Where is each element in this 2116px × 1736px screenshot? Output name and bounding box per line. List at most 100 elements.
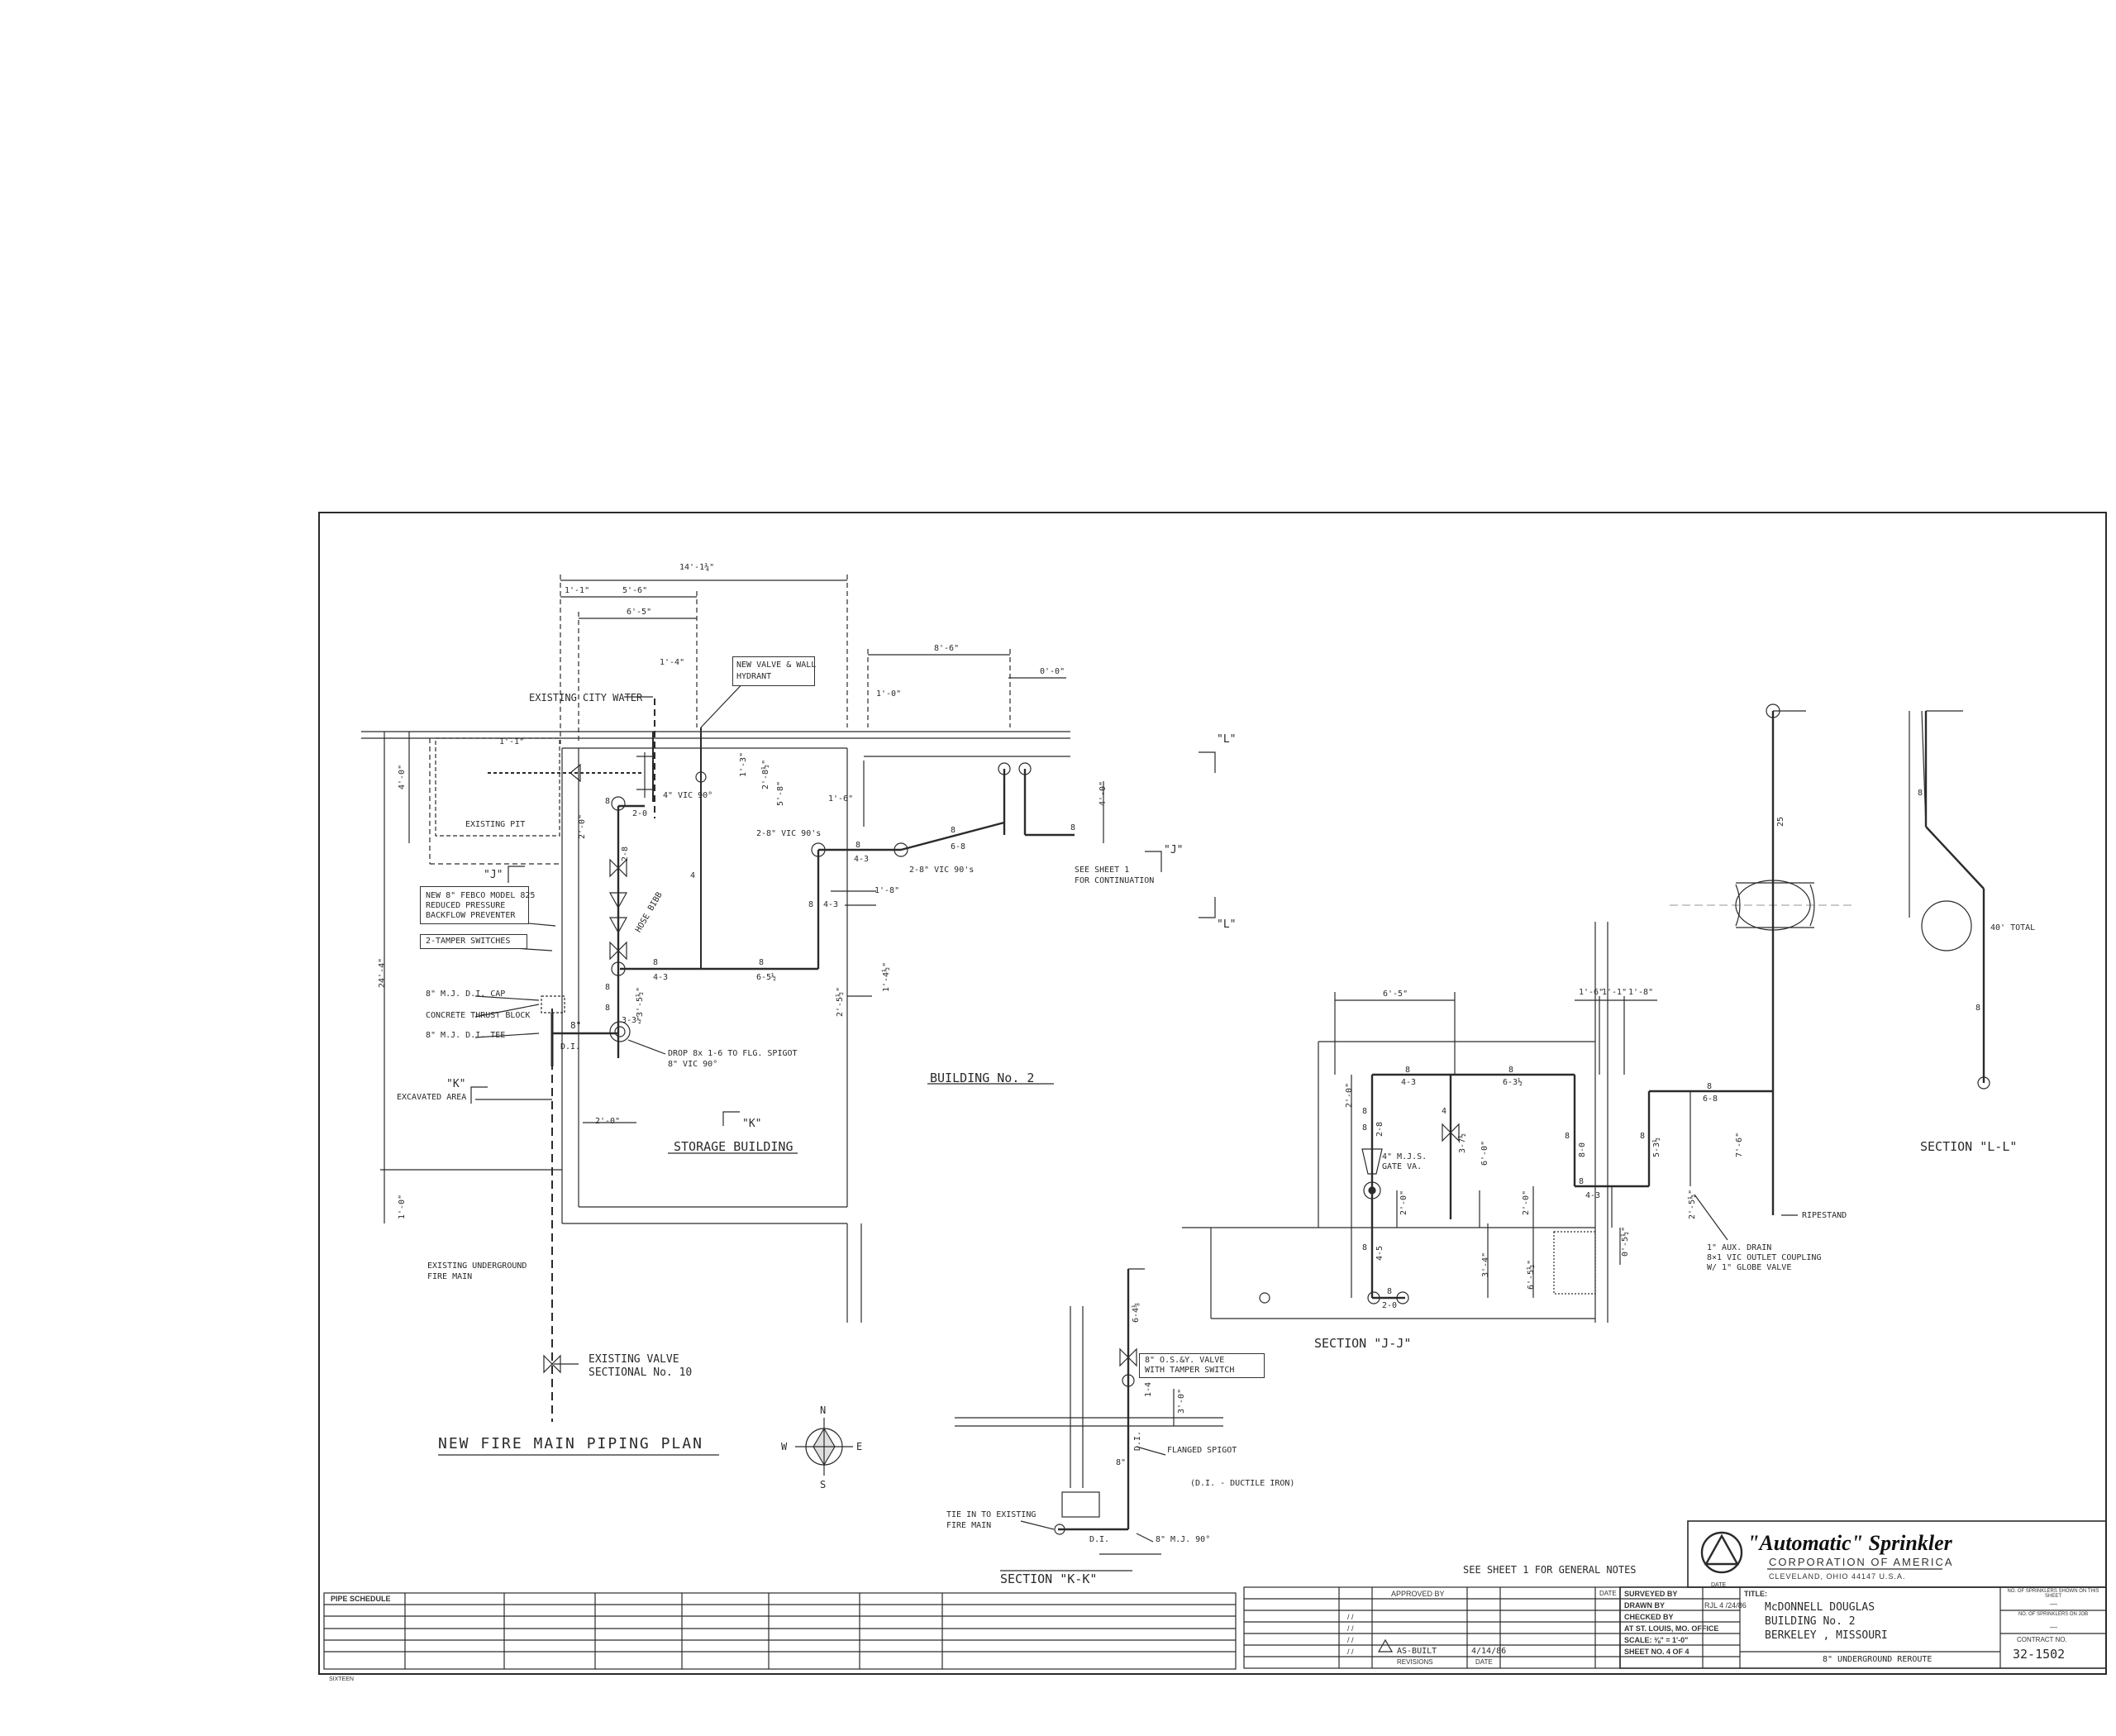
tb-drawn-by: DRAWN BY xyxy=(1624,1601,1665,1610)
backflow-preventer-box: NEW 8" FEBCO MODEL 825 REDUCED PRESSURE … xyxy=(420,886,535,924)
section-kk-title: SECTION "K-K" xyxy=(1000,1571,1098,1586)
ll-pipe-a: 8 xyxy=(1918,789,1923,798)
dim-d21: 3'-5½" xyxy=(636,986,645,1017)
kk-di2-label: D.I. xyxy=(1133,1430,1142,1451)
section-mark-l-top: "L" xyxy=(1217,733,1237,746)
pipe-p12: 4 xyxy=(690,871,696,880)
jj-pipe-l: 8 xyxy=(1579,1177,1585,1186)
vic-90s-label: 2-8" VIC 90's xyxy=(756,829,822,838)
storage-building-label: STORAGE BUILDING xyxy=(674,1139,794,1154)
dim-overall: 14'-1¾" xyxy=(679,563,715,572)
jj-gate-line1: 4" M.J.S. xyxy=(1382,1152,1427,1161)
dim-d2: 5'-6" xyxy=(622,586,648,595)
jj-dim-j: 2'-5½" xyxy=(1688,1189,1697,1219)
backflow-line3: BACKFLOW PREVENTER xyxy=(426,911,516,920)
kk-valve-box: 8" O.S.&Y. VALVE WITH TAMPER SWITCH xyxy=(1139,1353,1265,1378)
jj-pipe-f: 4 xyxy=(1442,1107,1447,1116)
pipe-p6: 6-8 xyxy=(951,842,966,851)
ll-pipe-c: 25 xyxy=(1776,816,1785,827)
title-block xyxy=(1619,1520,2107,1669)
ll-pipe-b: 8 xyxy=(1975,1004,1981,1013)
brand-name: "Automatic" Sprinkler xyxy=(1747,1531,1952,1555)
jj-dim-b: 1'-6" xyxy=(1579,988,1604,997)
backflow-line1: NEW 8" FEBCO MODEL 825 xyxy=(426,891,536,900)
section-mark-j-right: "J" xyxy=(1164,844,1184,856)
jj-pipe-b: 4-3 xyxy=(1401,1078,1417,1087)
new-valve-hydrant-line2: HYDRANT xyxy=(736,672,772,681)
existing-main-line1: EXISTING UNDERGROUND xyxy=(427,1261,527,1271)
tb-date-hdr: DATE xyxy=(1711,1582,1727,1588)
backflow-line2: REDUCED PRESSURE xyxy=(426,901,506,910)
tb-sheet: SHEET NO. 4 OF 4 xyxy=(1624,1648,1689,1656)
thrust-block-label: CONCRETE THRUST BLOCK xyxy=(426,1011,531,1020)
jj-dim-i: 6'-5½" xyxy=(1527,1259,1536,1290)
dim-d6: 1'-4" xyxy=(660,658,685,667)
dim-d4: 8'-6" xyxy=(934,644,960,653)
jj-dim-e: 2'-0" xyxy=(1345,1082,1354,1108)
kk-valve-line1: 8" O.S.&Y. VALVE xyxy=(1145,1356,1225,1365)
pipe-p14: 4-3 xyxy=(823,900,839,909)
dim-d17: 1'-0" xyxy=(398,1194,407,1219)
dim-d3: 6'-5" xyxy=(627,608,652,617)
jj-aux-line2: 8×1 VIC OUTLET COUPLING xyxy=(1707,1253,1822,1262)
tb-surveyed-by: SURVEYED BY xyxy=(1624,1590,1678,1598)
kk-spigot-label: FLANGED SPIGOT xyxy=(1167,1446,1237,1455)
riser-view xyxy=(1670,703,1852,1216)
brand-corp: CORPORATION OF AMERICA xyxy=(1769,1556,1954,1568)
dim-d19: 1'-4½" xyxy=(882,961,891,992)
tb-title-label: TITLE: xyxy=(1744,1590,1767,1598)
pipe-p8: 4-3 xyxy=(653,973,669,982)
compass-n: N xyxy=(820,1405,827,1416)
pipe-p4: 4-3 xyxy=(854,855,870,864)
vic-90-label: 4" VIC 90° xyxy=(663,791,713,800)
kk-dim-b: 1-4 xyxy=(1144,1381,1153,1397)
pipe-p2: 2-0 xyxy=(632,809,648,818)
compass-w: W xyxy=(781,1441,788,1452)
section-ll-view xyxy=(1909,710,1990,1090)
jj-dim-g: 6'-0" xyxy=(1480,1140,1489,1166)
jj-pipe-s: 4-5 xyxy=(1375,1245,1384,1261)
jj-dim-k: 0'-5½" xyxy=(1621,1226,1630,1257)
existing-main-line2: FIRE MAIN xyxy=(427,1272,473,1281)
compass-e: E xyxy=(856,1441,863,1452)
existing-valve-line1: EXISTING VALVE xyxy=(589,1353,679,1366)
dim-d5: 0'-0" xyxy=(1040,667,1065,676)
section-kk-view xyxy=(955,1268,1223,1571)
drop-line1: DROP 8x 1-6 TO FLG. SPIGOT xyxy=(668,1049,798,1058)
rev-revisions-label: REVISIONS xyxy=(1397,1658,1433,1666)
pipe-p13: 8 xyxy=(1070,823,1076,832)
revision-block xyxy=(1243,1586,1621,1669)
pipe-p15: 8 xyxy=(605,983,611,992)
jj-dim-m: 2'-0" xyxy=(1522,1190,1531,1215)
dim-d14: 1'-6" xyxy=(828,794,854,804)
md-cap-label: 8" M.J. D.I. CAP xyxy=(426,990,506,999)
jj-pipe-d: 6-3½ xyxy=(1503,1078,1523,1087)
jj-dim-d: 1'-8" xyxy=(1628,988,1654,997)
tb-sprinklers-job: NO. OF SPRINKLERS ON JOB xyxy=(2018,1612,2089,1617)
dim-d7: 1'-0" xyxy=(876,689,902,699)
section-mark-k-left: "K" xyxy=(446,1078,466,1090)
jj-gate-line2: GATE VA. xyxy=(1382,1162,1423,1171)
building-no2-label: BUILDING No. 2 xyxy=(930,1071,1035,1085)
tb-subtitle: 8" UNDERGROUND REROUTE xyxy=(1823,1655,1933,1664)
jj-pipe-o: 6-8 xyxy=(1703,1095,1718,1104)
tb-sprinklers-sheet: NO. OF SPRINKLERS SHOWN ON THIS SHEET xyxy=(2007,1589,2099,1599)
jj-pipe-k: 5-3½ xyxy=(1652,1137,1661,1157)
kk-ductile-label: (D.I. - DUCTILE IRON) xyxy=(1190,1479,1295,1488)
section-mark-j-left: "J" xyxy=(484,869,503,881)
asc-logo-icon xyxy=(1700,1531,1743,1574)
pipe-schedule-grid xyxy=(323,1592,1237,1670)
jj-pipe-a: 8 xyxy=(1405,1066,1411,1075)
jj-pipe-r: 8 xyxy=(1362,1243,1368,1252)
dim-d22: 2'-0" xyxy=(578,813,587,839)
sheet-border xyxy=(318,512,2107,1675)
tb-drawn-val: RJL 4 /24/86 xyxy=(1704,1601,1747,1610)
jj-pipe-m: 4-3 xyxy=(1585,1191,1601,1200)
jj-pipe-q: 2-0 xyxy=(1382,1301,1398,1310)
jj-aux-line3: W/ 1" GLOBE VALVE xyxy=(1707,1263,1792,1272)
existing-city-water-label: EXISTING CITY WATER xyxy=(529,692,643,703)
jj-pipe-j: 8 xyxy=(1640,1132,1646,1141)
dim-d8: 1'-1" xyxy=(499,737,525,746)
kk-pipe8: 8" xyxy=(1116,1458,1127,1467)
general-notes-label: SEE SHEET 1 FOR GENERAL NOTES xyxy=(1463,1564,1637,1576)
